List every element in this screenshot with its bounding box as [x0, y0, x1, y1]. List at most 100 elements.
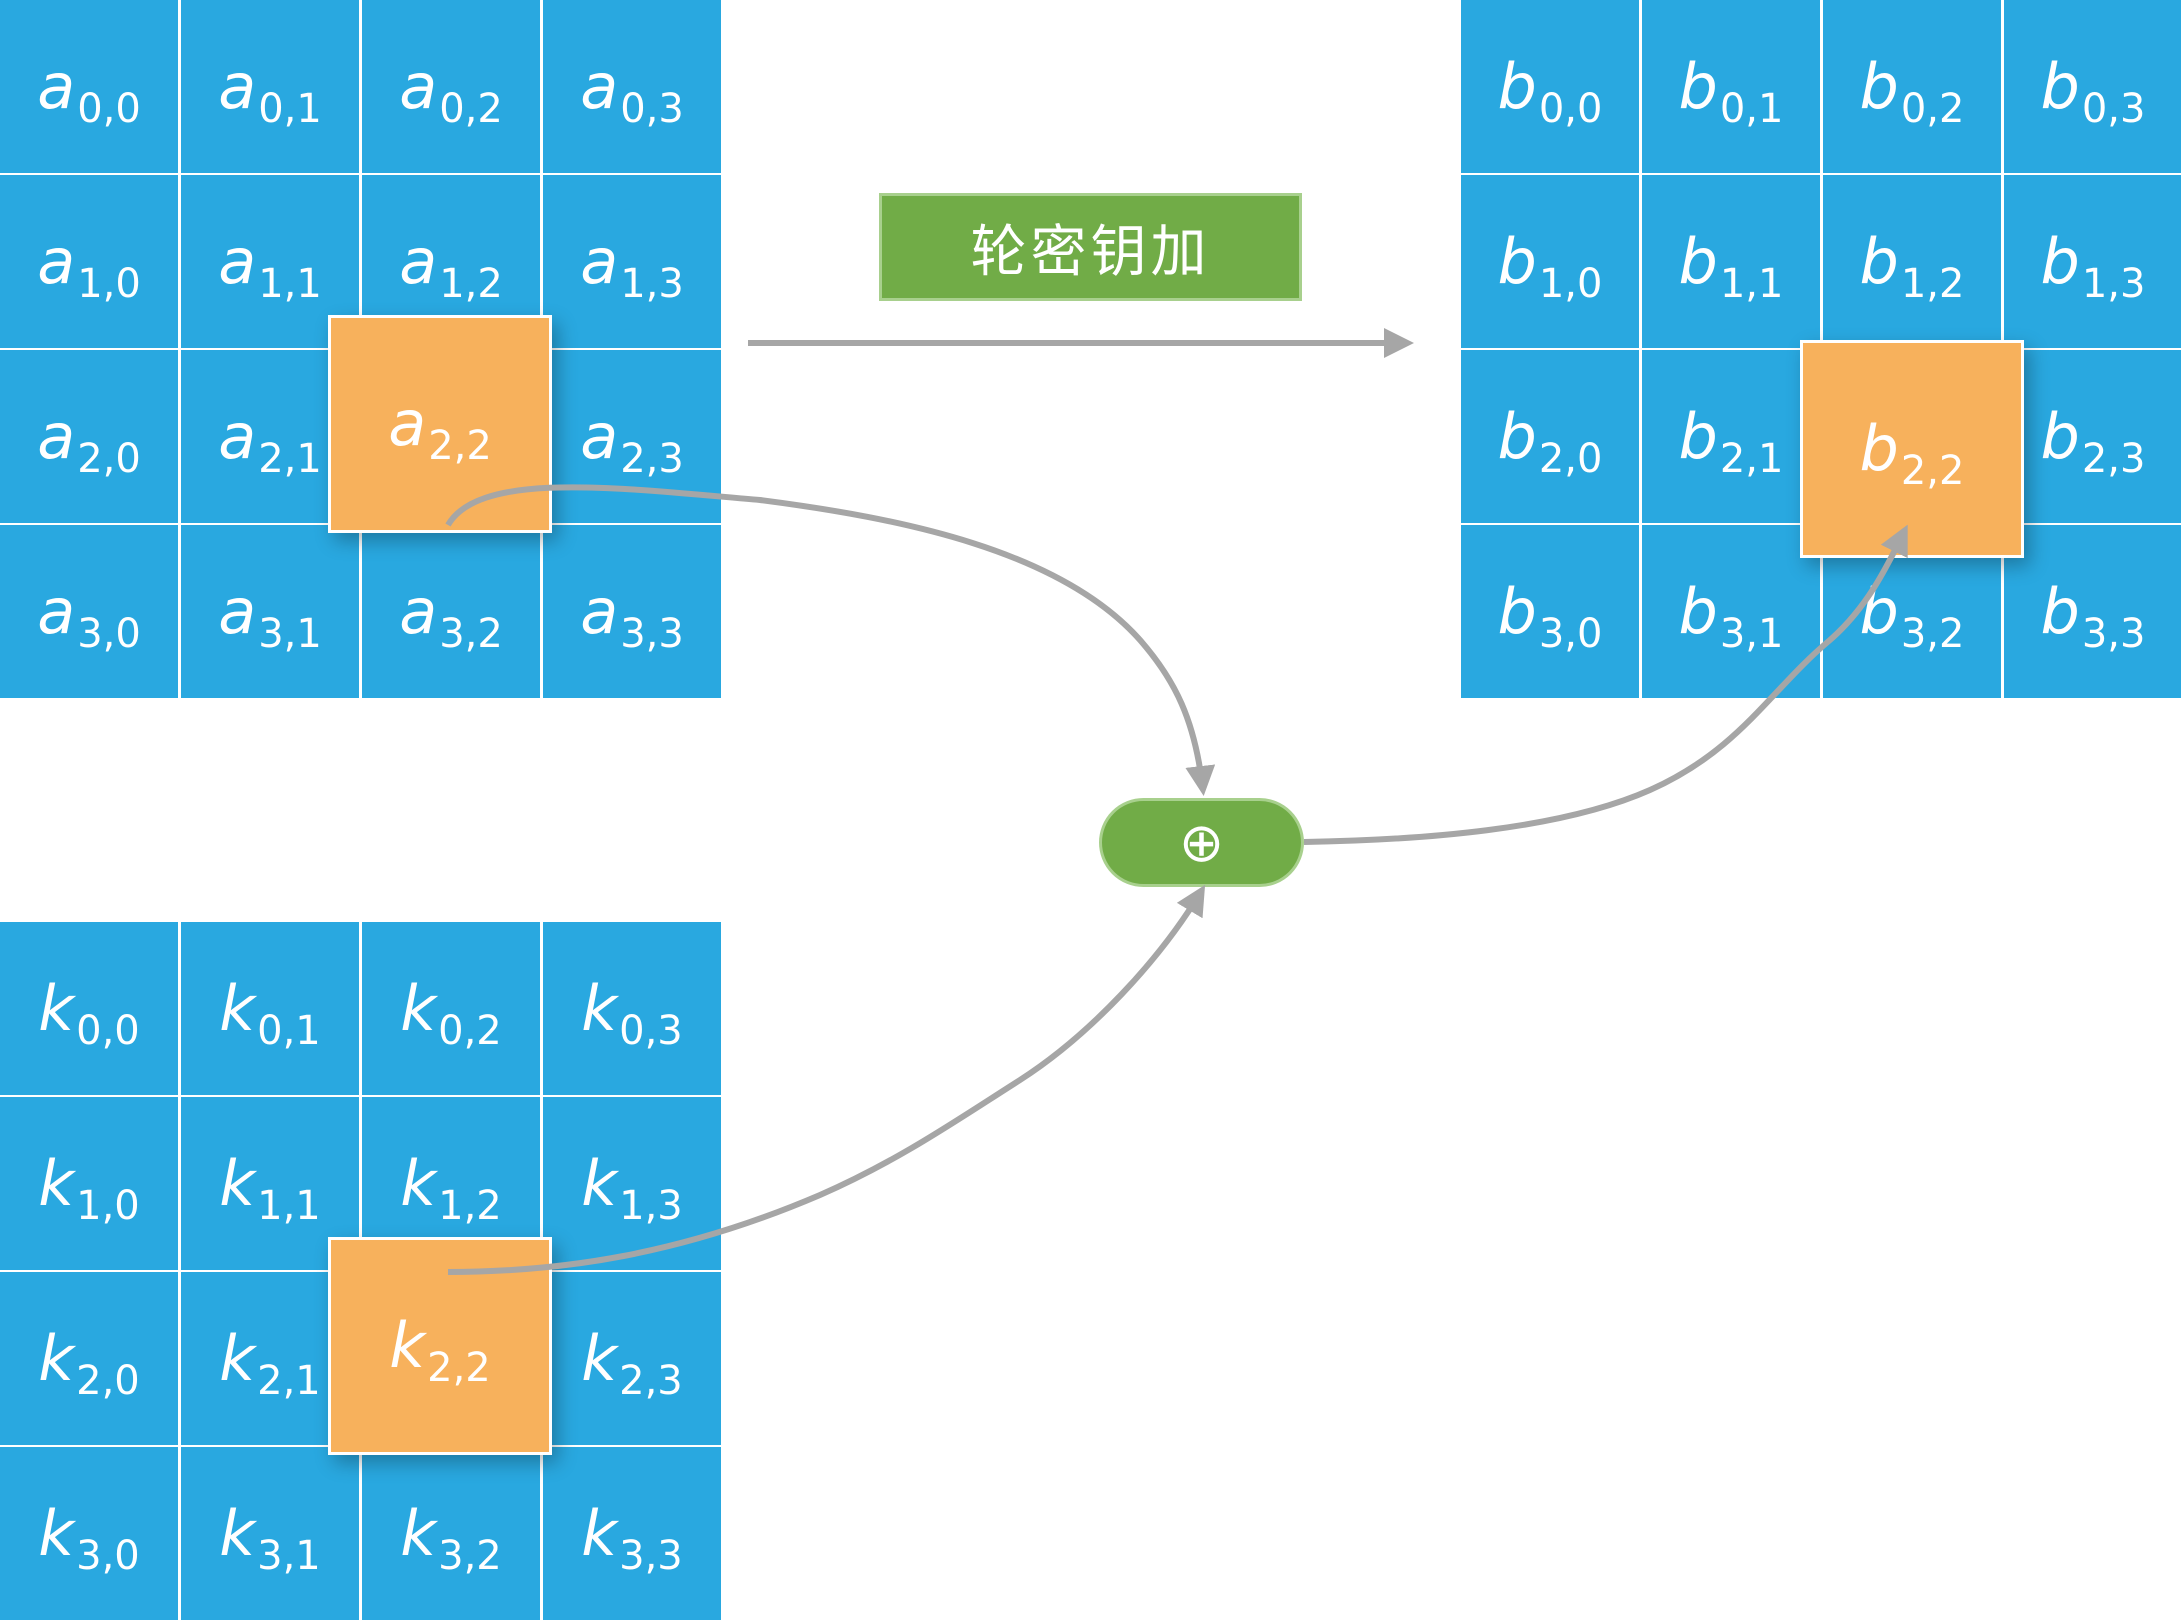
cell-label: b0,3 [2041, 55, 2146, 129]
cell-symbol: a [399, 49, 438, 123]
cell-subscript: 3,1 [1719, 610, 1784, 657]
matrix-cell: b3,3 [2004, 525, 2181, 698]
matrix-cell: k0,0 [0, 922, 178, 1095]
cell-symbol: a [218, 399, 257, 473]
cell-subscript: 0,3 [2081, 85, 2146, 132]
cell-subscript: 3,1 [257, 1532, 321, 1579]
cell-symbol: b [1497, 399, 1537, 473]
cell-symbol: b [1859, 224, 1899, 298]
cell-symbol: k [219, 1321, 256, 1395]
cell-subscript: 3,0 [76, 1532, 140, 1579]
cell-subscript: 2,2 [1900, 448, 1965, 494]
cell-subscript: 1,2 [438, 1182, 502, 1229]
cell-label: k0,1 [219, 977, 321, 1051]
cell-symbol: a [37, 574, 76, 648]
cell-label: a3,3 [580, 580, 684, 654]
cell-subscript: 3,2 [439, 610, 503, 657]
cell-subscript: 0,2 [438, 1007, 502, 1054]
cell-label: a0,1 [218, 55, 322, 129]
cell-label: k0,3 [581, 977, 683, 1051]
cell-label: b0,0 [1498, 55, 1603, 129]
cell-label: k2,0 [38, 1327, 140, 1401]
cell-label: b1,0 [1498, 230, 1603, 304]
cell-subscript: 3,2 [438, 1532, 502, 1579]
cell-symbol: b [1678, 224, 1718, 298]
cell-symbol: k [581, 971, 618, 1045]
matrix-cell: b0,3 [2004, 0, 2181, 173]
cell-label: b2,2 [1860, 418, 1965, 492]
matrix-cell: b3,1 [1642, 525, 1820, 698]
cell-label: k2,3 [581, 1327, 683, 1401]
cell-symbol: k [38, 1321, 75, 1395]
matrix-cell: a0,1 [181, 0, 359, 173]
cell-label: k2,2 [389, 1315, 491, 1389]
matrix-cell: a1,3 [543, 175, 721, 348]
cell-symbol: b [1859, 574, 1899, 648]
cell-subscript: 0,1 [1719, 85, 1784, 132]
cell-label: b1,1 [1679, 230, 1784, 304]
cell-label: k0,2 [400, 977, 502, 1051]
cell-subscript: 1,3 [620, 260, 684, 307]
matrix-cell: k0,3 [543, 922, 721, 1095]
cell-label: a2,0 [37, 405, 141, 479]
cell-subscript: 2,3 [2081, 435, 2146, 482]
matrix-cell: b0,0 [1461, 0, 1639, 173]
matrix-cell: b2,1 [1642, 350, 1820, 523]
matrix-cell: k0,2 [362, 922, 540, 1095]
highlight-cell-k: k2,2 [328, 1237, 552, 1455]
cell-symbol: a [580, 49, 619, 123]
cell-label: k1,1 [219, 1152, 321, 1226]
cell-subscript: 1,1 [1719, 260, 1784, 307]
cell-label: b2,3 [2041, 405, 2146, 479]
matrix-cell: b1,2 [1823, 175, 2001, 348]
matrix-cell: a3,0 [0, 525, 178, 698]
cell-subscript: 1,0 [1538, 260, 1603, 307]
cell-subscript: 0,3 [619, 1007, 683, 1054]
cell-symbol: a [218, 49, 257, 123]
matrix-cell: b2,0 [1461, 350, 1639, 523]
cell-label: k1,3 [581, 1152, 683, 1226]
matrix-cell: b1,0 [1461, 175, 1639, 348]
cell-symbol: k [400, 1146, 437, 1220]
cell-symbol: k [219, 1496, 256, 1570]
matrix-cell: a2,3 [543, 350, 721, 523]
cell-subscript: 2,3 [619, 1357, 683, 1404]
matrix-cell: a0,0 [0, 0, 178, 173]
cell-subscript: 3,3 [2081, 610, 2146, 657]
matrix-cell: a0,3 [543, 0, 721, 173]
cell-subscript: 3,3 [619, 1532, 683, 1579]
matrix-cell: a3,3 [543, 525, 721, 698]
cell-symbol: a [218, 224, 257, 298]
cell-label: a3,0 [37, 580, 141, 654]
matrix-cell: k0,1 [181, 922, 359, 1095]
cell-symbol: k [581, 1321, 618, 1395]
cell-symbol: b [1678, 399, 1718, 473]
cell-label: k0,0 [38, 977, 140, 1051]
cell-subscript: 3,1 [258, 610, 322, 657]
cell-label: a1,1 [218, 230, 322, 304]
cell-subscript: 1,3 [619, 1182, 683, 1229]
cell-label: k3,3 [581, 1502, 683, 1576]
cell-symbol: b [1497, 574, 1537, 648]
cell-symbol: b [2040, 574, 2080, 648]
cell-label: b1,3 [2041, 230, 2146, 304]
cell-symbol: a [580, 574, 619, 648]
cell-symbol: b [1859, 49, 1899, 123]
cell-label: a1,2 [399, 230, 503, 304]
cell-subscript: 2,0 [76, 1357, 140, 1404]
cell-label: b3,1 [1679, 580, 1784, 654]
cell-subscript: 3,0 [77, 610, 141, 657]
cell-subscript: 2,0 [77, 435, 141, 482]
add-round-key-text: 轮密钥加 [970, 219, 1211, 285]
cell-symbol: k [400, 971, 437, 1045]
cell-subscript: 0,2 [439, 85, 503, 132]
cell-subscript: 2,3 [620, 435, 684, 482]
cell-subscript: 3,0 [1538, 610, 1603, 657]
cell-symbol: a [580, 224, 619, 298]
cell-label: b2,0 [1498, 405, 1603, 479]
cell-symbol: k [389, 1309, 426, 1382]
cell-label: a3,1 [218, 580, 322, 654]
cell-subscript: 1,3 [2081, 260, 2146, 307]
matrix-cell: b0,1 [1642, 0, 1820, 173]
cell-label: k1,2 [400, 1152, 502, 1226]
